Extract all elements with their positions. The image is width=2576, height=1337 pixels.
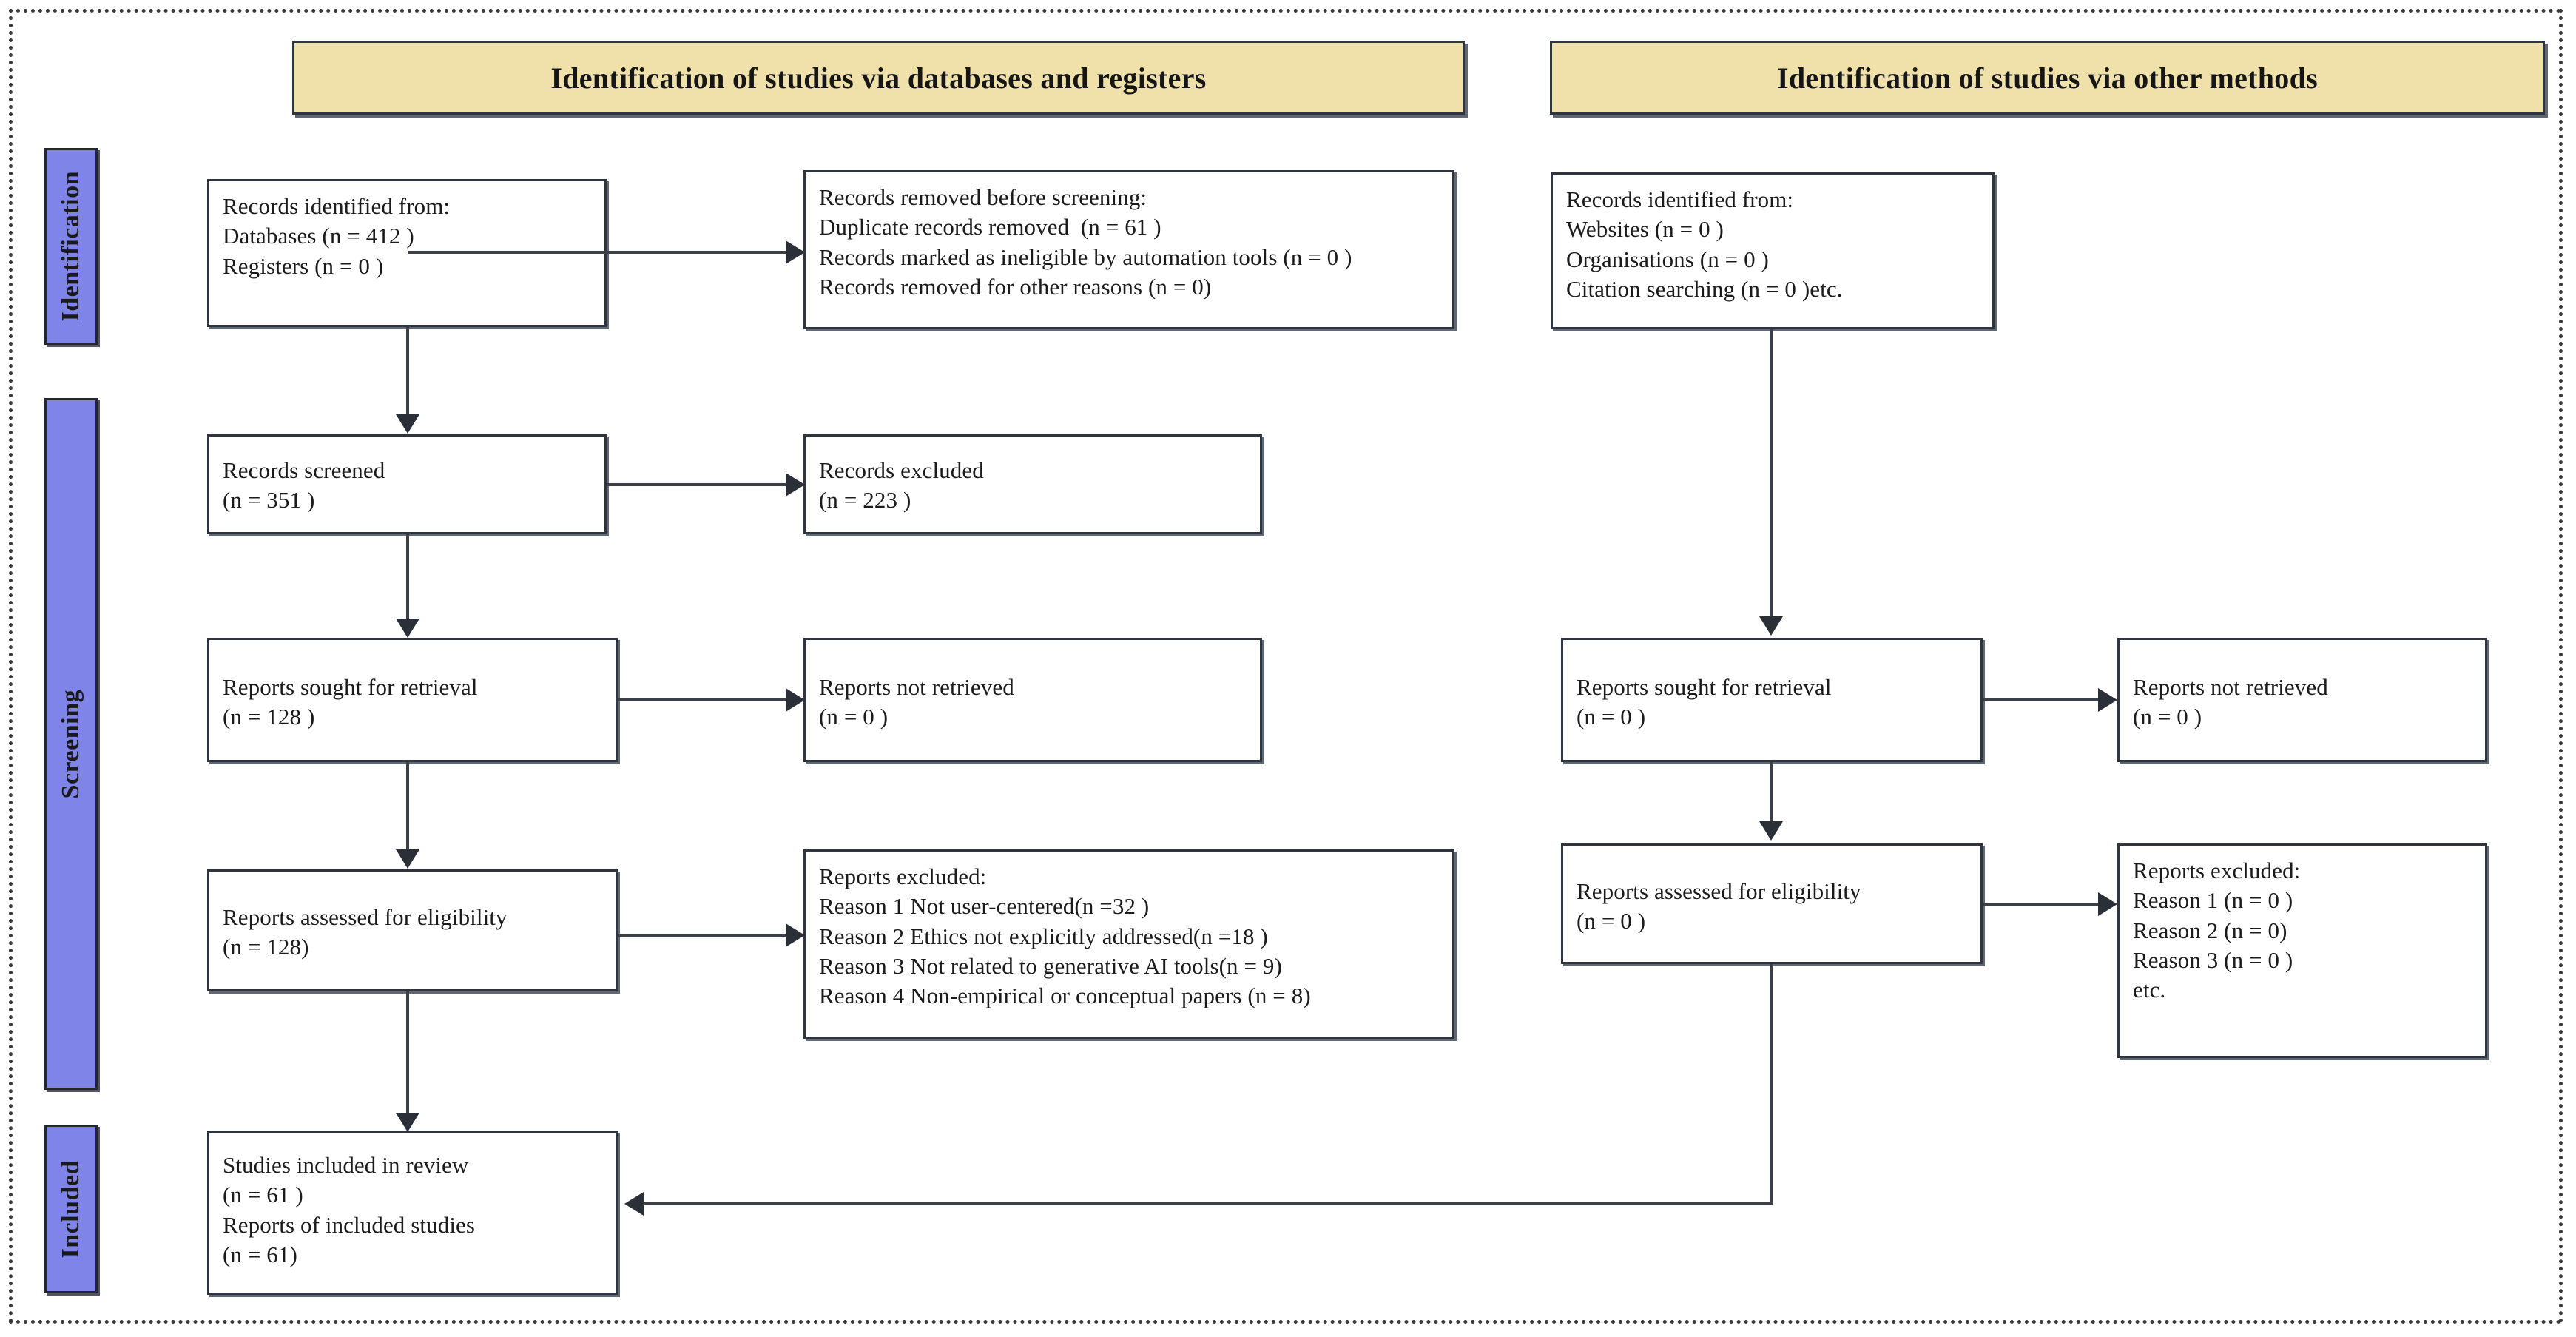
box-records-identified-other-methods: Records identified from: Websites (n = 0…: [1551, 172, 1995, 329]
records-screened-line-1: Records screened: [223, 457, 385, 483]
other-records-identified-line-1: Records identified from:: [1566, 186, 1794, 212]
box-other-reports-sought-for-retrieval: Reports sought for retrieval (n = 0 ): [1561, 638, 1983, 762]
connector-other-sought-to-assessed: [1770, 762, 1773, 823]
other-reports-assessed-line-2: (n = 0 ): [1577, 908, 1646, 934]
arrowhead-screened-to-excluded: [786, 473, 805, 496]
connector-assessed-to-excluded: [618, 934, 789, 937]
box-studies-included-in-review: Studies included in review (n = 61 ) Rep…: [207, 1131, 618, 1295]
reports-not-retrieved-line-2: (n = 0 ): [819, 704, 889, 730]
reports-sought-line-1: Reports sought for retrieval: [223, 674, 478, 700]
records-excluded-line-1: Records excluded: [819, 457, 984, 483]
box-reports-sought-for-retrieval: Reports sought for retrieval (n = 128 ): [207, 638, 618, 762]
records-identified-line-3: Registers (n = 0 ): [223, 252, 384, 279]
stage-bar-included: Included: [44, 1125, 98, 1293]
studies-included-line-4: (n = 61): [223, 1241, 297, 1267]
arrowhead-identified-to-removed: [786, 240, 805, 264]
connector-identified-to-screened: [406, 327, 409, 416]
stage-bar-screening: Screening: [44, 398, 98, 1090]
other-records-identified-line-3: Organisations (n = 0 ): [1566, 246, 1769, 272]
box-other-reports-excluded: Reports excluded: Reason 1 (n = 0 ) Reas…: [2117, 843, 2487, 1058]
reports-sought-line-2: (n = 128 ): [223, 704, 315, 730]
other-reports-excluded-line-5: etc.: [2133, 977, 2166, 1003]
box-other-reports-not-retrieved: Reports not retrieved (n = 0 ): [2117, 638, 2487, 762]
arrowhead-assessed-to-excluded: [786, 923, 805, 947]
box-reports-not-retrieved: Reports not retrieved (n = 0 ): [803, 638, 1262, 762]
other-reports-excluded-line-4: Reason 3 (n = 0 ): [2133, 946, 2293, 973]
arrowhead-identified-to-screened: [396, 414, 419, 434]
header-databases-registers-label: Identification of studies via databases …: [550, 61, 1207, 95]
arrowhead-assessed-to-included: [396, 1113, 419, 1132]
stage-bar-identification: Identification: [44, 148, 98, 345]
other-reports-not-retrieved-line-1: Reports not retrieved: [2133, 674, 2328, 700]
other-reports-excluded-line-1: Reports excluded:: [2133, 858, 2301, 883]
stage-label-included: Included: [57, 1159, 84, 1259]
other-reports-not-retrieved-line-2: (n = 0 ): [2133, 704, 2202, 730]
connector-other-identified-to-sought: [1770, 329, 1773, 618]
connector-assessed-to-included: [406, 991, 409, 1116]
connector-screened-to-excluded: [607, 483, 789, 486]
reports-excluded-line-2: Reason 1 Not user-centered(n =32 ): [819, 893, 1150, 920]
records-identified-line-1: Records identified from:: [223, 193, 451, 219]
stage-label-screening: Screening: [57, 689, 84, 799]
box-reports-assessed-for-eligibility: Reports assessed for eligibility (n = 12…: [207, 869, 618, 991]
header-other-methods-label: Identification of studies via other meth…: [1776, 61, 2319, 95]
box-records-excluded: Records excluded (n = 223 ): [803, 434, 1262, 534]
box-records-screened: Records screened (n = 351 ): [207, 434, 607, 534]
records-removed-line-4: Records removed for other reasons (n = 0…: [819, 273, 1212, 300]
records-removed-line-3: Records marked as ineligible by automati…: [819, 243, 1352, 270]
other-reports-sought-line-1: Reports sought for retrieval: [1577, 674, 1832, 700]
arrowhead-sought-to-not-retrieved: [786, 688, 805, 712]
arrowhead-other-sought-to-not-retrieved: [2098, 688, 2117, 712]
connector-identified-to-removed: [408, 251, 789, 254]
records-screened-line-2: (n = 351 ): [223, 487, 315, 513]
reports-assessed-line-1: Reports assessed for eligibility: [223, 904, 508, 930]
connector-other-to-included-horizontal: [644, 1202, 1773, 1205]
header-databases-registers: Identification of studies via databases …: [292, 41, 1465, 115]
connector-other-assessed-to-excluded: [1983, 903, 2100, 906]
reports-not-retrieved-line-1: Reports not retrieved: [819, 674, 1014, 700]
other-reports-assessed-line-1: Reports assessed for eligibility: [1577, 878, 1861, 904]
records-identified-line-2: Databases (n = 412 ): [223, 223, 414, 249]
studies-included-line-3: Reports of included studies: [223, 1211, 476, 1238]
arrowhead-screened-to-reports-sought: [396, 619, 419, 638]
reports-assessed-line-2: (n = 128): [223, 934, 309, 960]
studies-included-line-1: Studies included in review: [223, 1152, 469, 1178]
box-reports-excluded-reasons: Reports excluded: Reason 1 Not user-cent…: [803, 849, 1454, 1039]
box-other-reports-assessed-for-eligibility: Reports assessed for eligibility (n = 0 …: [1561, 843, 1983, 964]
arrowhead-other-to-included: [624, 1192, 644, 1216]
other-reports-sought-line-2: (n = 0 ): [1577, 704, 1646, 730]
arrowhead-other-assessed-to-excluded: [2098, 892, 2117, 916]
reports-excluded-line-1: Reports excluded:: [819, 863, 987, 889]
other-records-identified-line-4: Citation searching (n = 0 )etc.: [1566, 275, 1843, 302]
connector-other-sought-to-not-retrieved: [1983, 698, 2100, 701]
reports-excluded-line-5: Reason 4 Non-empirical or conceptual pap…: [819, 983, 1311, 1009]
reports-excluded-line-3: Reason 2 Ethics not explicitly addressed…: [819, 923, 1268, 949]
records-excluded-line-2: (n = 223 ): [819, 487, 911, 513]
other-reports-excluded-line-2: Reason 1 (n = 0 ): [2133, 887, 2293, 914]
connector-sought-to-not-retrieved: [618, 698, 789, 701]
arrowhead-other-sought-to-assessed: [1759, 821, 1783, 841]
header-other-methods: Identification of studies via other meth…: [1550, 41, 2545, 115]
connector-sought-to-assessed: [406, 762, 409, 851]
other-records-identified-line-2: Websites (n = 0 ): [1566, 216, 1724, 243]
connector-other-assessed-down: [1770, 964, 1773, 1204]
box-records-removed-before-screening: Records removed before screening: Duplic…: [803, 170, 1454, 329]
studies-included-line-2: (n = 61 ): [223, 1182, 303, 1208]
stage-label-identification: Identification: [57, 171, 84, 322]
arrowhead-sought-to-assessed: [396, 849, 419, 869]
records-removed-line-2: Duplicate records removed (n = 61 ): [819, 214, 1161, 240]
other-reports-excluded-line-3: Reason 2 (n = 0): [2133, 917, 2287, 943]
records-removed-line-1: Records removed before screening:: [819, 184, 1147, 210]
arrowhead-other-identified-to-sought: [1759, 616, 1783, 636]
connector-screened-to-reports-sought: [406, 534, 409, 622]
reports-excluded-line-4: Reason 3 Not related to generative AI to…: [819, 952, 1282, 979]
